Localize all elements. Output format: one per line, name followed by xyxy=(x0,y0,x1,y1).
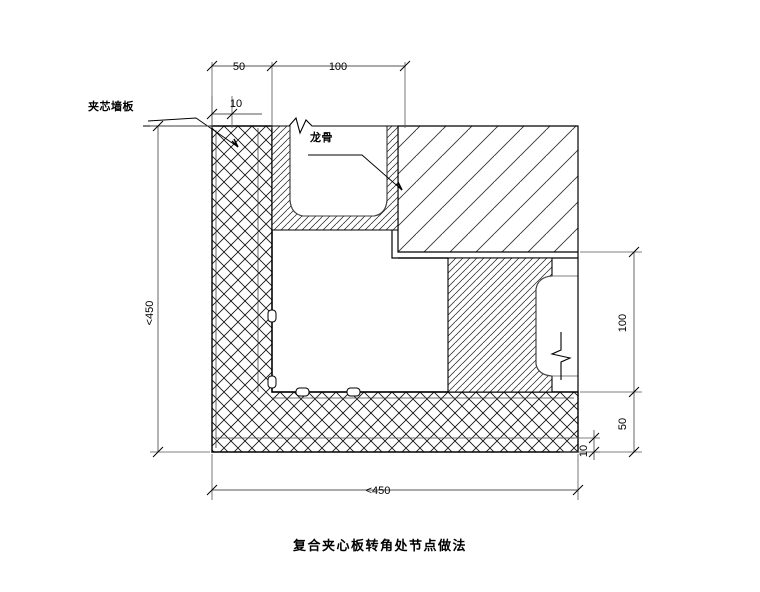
dim-text-right-50: 50 xyxy=(617,418,629,430)
masonry-wall-outline xyxy=(397,125,579,253)
fastener-clips xyxy=(267,309,361,397)
break-line-symbol xyxy=(288,116,316,135)
dim-tick xyxy=(572,484,584,496)
dim-tick xyxy=(206,108,218,120)
leader-arrow-panel xyxy=(231,138,239,148)
horizontal-stud-channel xyxy=(447,257,578,393)
leader-arrow-stud xyxy=(395,181,403,191)
right-break-symbol xyxy=(550,332,572,380)
dim-text-right-10: 10 xyxy=(578,445,590,457)
dim-tick xyxy=(399,60,411,72)
fastener-clip xyxy=(295,387,310,397)
dim-tick xyxy=(588,446,600,458)
dim-tick xyxy=(628,386,640,398)
horizontal-channel-section xyxy=(447,257,553,393)
dim-tick xyxy=(206,484,218,496)
horizontal-channel-flange-lines xyxy=(552,275,578,377)
dimension-top xyxy=(206,60,411,128)
dim-text-left-450: <450 xyxy=(144,301,156,326)
vertical-stud-channel xyxy=(271,125,399,231)
dim-text-right-100: 100 xyxy=(617,314,629,332)
vertical-channel-inner-edge xyxy=(289,126,388,217)
dim-text-top-100: 100 xyxy=(329,61,347,73)
label-stud: 龙骨 xyxy=(309,130,333,144)
leader-line-stud xyxy=(308,154,403,191)
dimension-text-group: 50 100 10 <450 <450 100 50 10 xyxy=(144,61,629,497)
fastener-clip xyxy=(267,309,277,323)
dim-tick xyxy=(628,246,640,258)
dim-tick xyxy=(206,60,218,72)
cavity-edge xyxy=(271,230,448,393)
callout-label-group: 夹芯墙板 龙骨 xyxy=(88,99,333,144)
fastener-clip xyxy=(346,387,361,397)
dimension-left xyxy=(150,120,210,458)
label-sandwich-wall-panel: 夹芯墙板 xyxy=(88,99,134,113)
break-line-symbol xyxy=(550,332,572,380)
dim-tick xyxy=(266,60,278,72)
leader-line-panel xyxy=(147,117,239,148)
leader-lines xyxy=(147,117,403,191)
dim-tick xyxy=(152,120,164,132)
dim-tick xyxy=(152,446,164,458)
horizontal-channel-inner-edge xyxy=(535,275,553,377)
dimension-right xyxy=(560,246,642,460)
dim-text-top-50: 50 xyxy=(233,61,245,73)
masonry-wall xyxy=(391,125,579,259)
dimension-bottom xyxy=(206,454,584,500)
cavity-outline xyxy=(271,230,579,393)
dim-tick xyxy=(628,446,640,458)
dim-text-bottom-450: <450 xyxy=(366,485,391,497)
dim-text-top-10: 10 xyxy=(230,98,242,110)
drawing-title: 复合夹心板转角处节点做法 xyxy=(292,538,467,554)
dim-tick xyxy=(588,432,600,444)
fastener-clip xyxy=(267,375,277,389)
dim-tick xyxy=(226,108,238,120)
